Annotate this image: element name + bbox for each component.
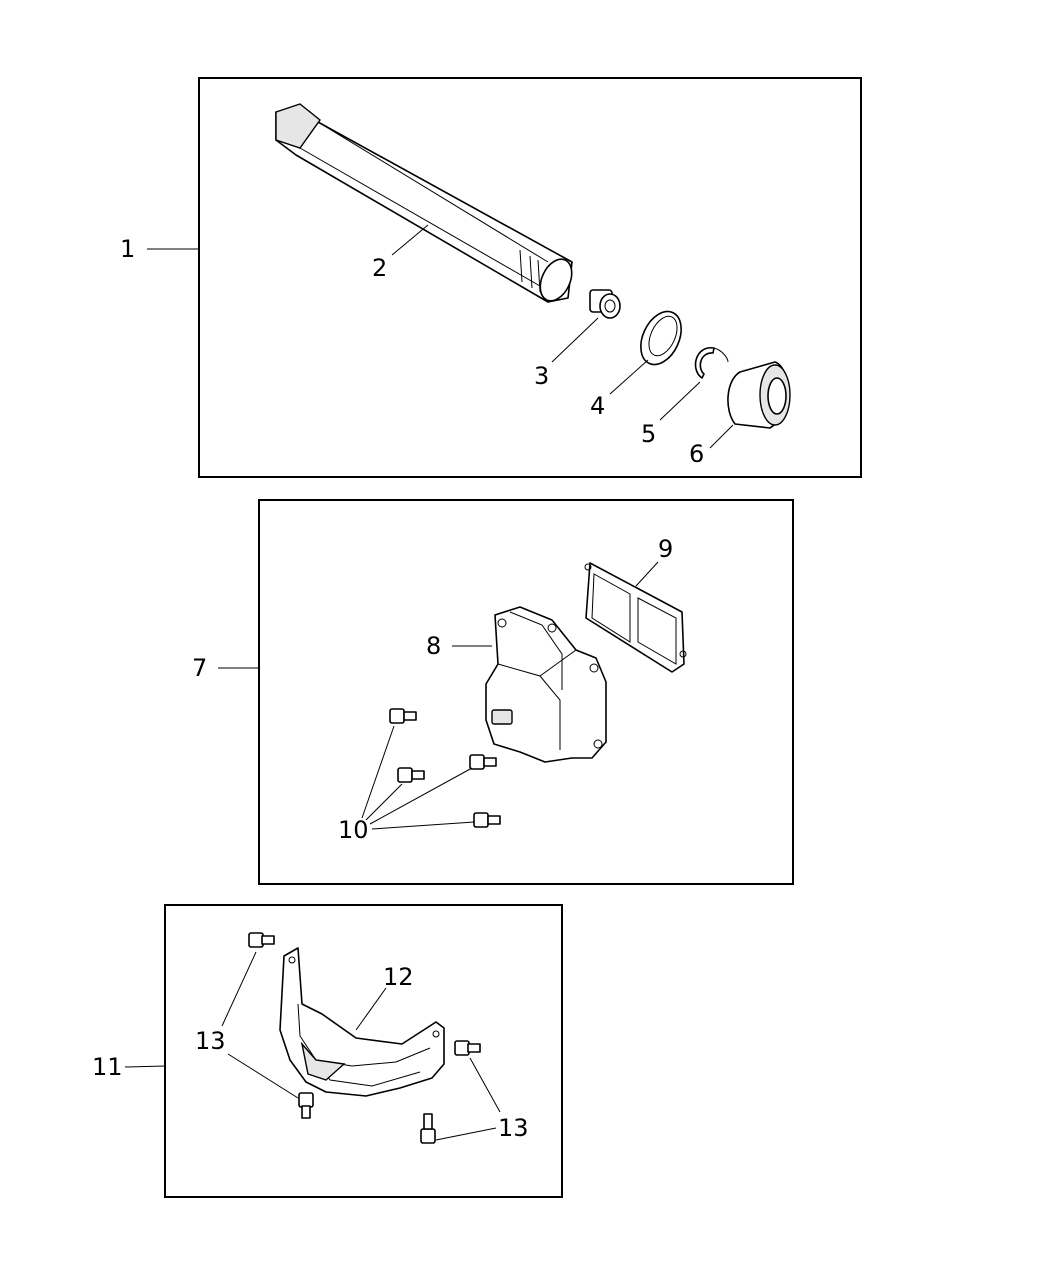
actuator-motor-drawing: [485, 606, 607, 763]
group-1-shaft-assembly: 1 2 3 4: [120, 77, 862, 478]
callout-10-leader-a: [361, 725, 395, 819]
group-1-frame: [198, 77, 862, 478]
callout-9-leader: [635, 561, 659, 587]
callout-13-leader-a: [221, 951, 257, 1027]
callout-10-leader-c: [369, 767, 473, 825]
callout-12-leader: [355, 987, 387, 1031]
callout-2: 2: [372, 254, 387, 282]
seal-drawing: [640, 310, 682, 366]
callout-8: 8: [426, 632, 441, 660]
callout-6: 6: [689, 440, 704, 468]
group-11-frame: [164, 904, 563, 1198]
callout-10-leader-b: [365, 783, 403, 821]
callout-4-leader: [609, 359, 649, 395]
callout-2-leader: [391, 224, 429, 256]
callout-13-left: 13: [195, 1027, 226, 1055]
callout-10-leader-d: [371, 821, 475, 830]
callout-3: 3: [534, 362, 549, 390]
callout-7: 7: [192, 654, 207, 682]
callout-9: 9: [658, 535, 673, 563]
bolts-drawing: [389, 708, 501, 828]
callout-5-leader: [659, 381, 701, 421]
group-11-bracket-assembly: 11 12: [92, 904, 563, 1198]
callout-5: 5: [641, 420, 656, 448]
callout-11: 11: [92, 1053, 123, 1081]
bracket-drawing: [279, 947, 445, 1097]
group-11-leader: [124, 1065, 166, 1068]
group-7-frame: [258, 499, 794, 885]
callout-6-leader: [709, 424, 734, 449]
callout-13-leader-d: [435, 1127, 497, 1141]
snap-ring-drawing: [694, 347, 729, 379]
output-shaft-drawing: [275, 103, 573, 303]
callout-13-leader-b: [227, 1053, 299, 1099]
callout-3-leader: [551, 317, 599, 363]
bushing-drawing: [589, 289, 621, 319]
callout-12: 12: [383, 963, 414, 991]
callout-1: 1: [120, 235, 135, 263]
coupler-drawing: [727, 361, 791, 429]
callout-13-right: 13: [498, 1114, 529, 1142]
callout-10: 10: [338, 816, 369, 844]
bracket-bolts-drawing: [248, 932, 481, 1144]
group-7-motor-assembly: 7 9 8: [192, 499, 794, 885]
callout-13-leader-c: [469, 1057, 501, 1113]
callout-4: 4: [590, 392, 605, 420]
gasket-drawing: [584, 562, 687, 673]
